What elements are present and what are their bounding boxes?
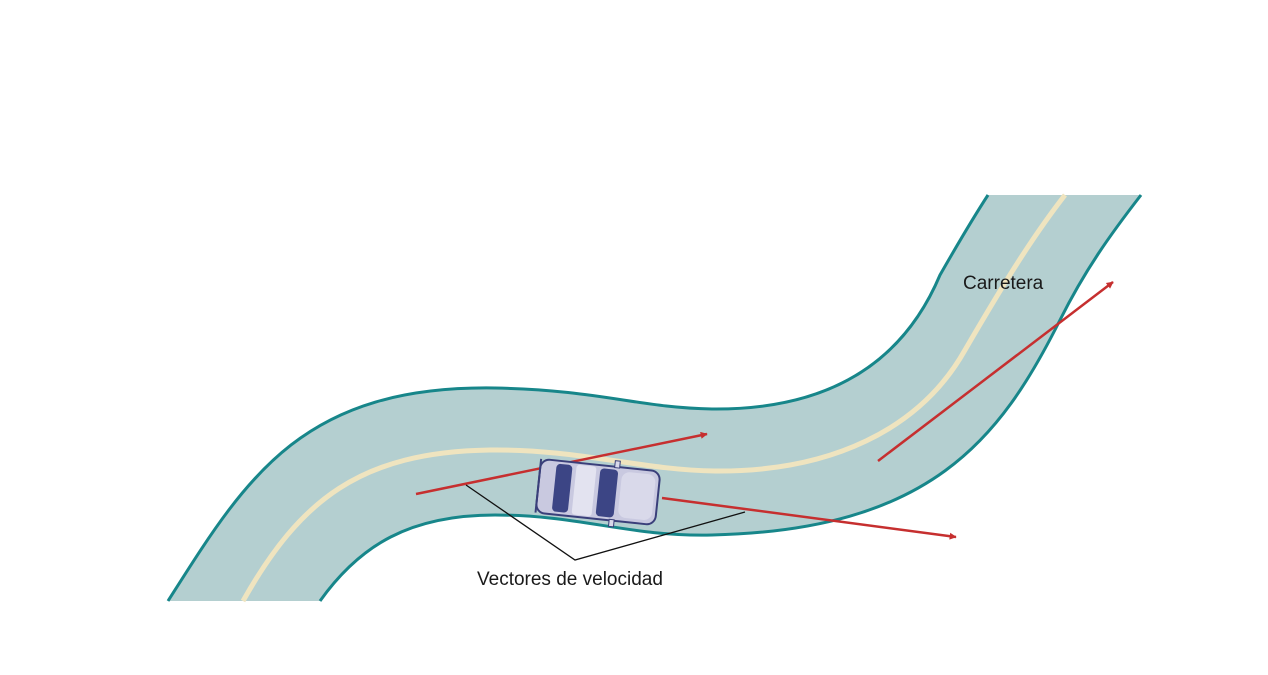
road-center-line [240,193,1067,603]
car-top-view-icon [534,458,661,528]
velocity-vector-middle [661,496,957,540]
road-label: Carretera [963,273,1044,294]
car-mirror-right [607,518,615,528]
road-surface [168,195,1141,601]
car-hood [618,472,656,520]
road-edge-upper [166,194,990,602]
leader-line [465,484,746,561]
car-rear-window [552,463,573,513]
car-mirror-left [614,460,621,469]
car-roof [571,464,597,517]
velocity-vector-right [877,281,1114,462]
car-windshield [595,468,619,518]
road-edge-lower [318,194,1143,602]
velocity-vectors-label: Vectores de velocidad [477,569,663,590]
